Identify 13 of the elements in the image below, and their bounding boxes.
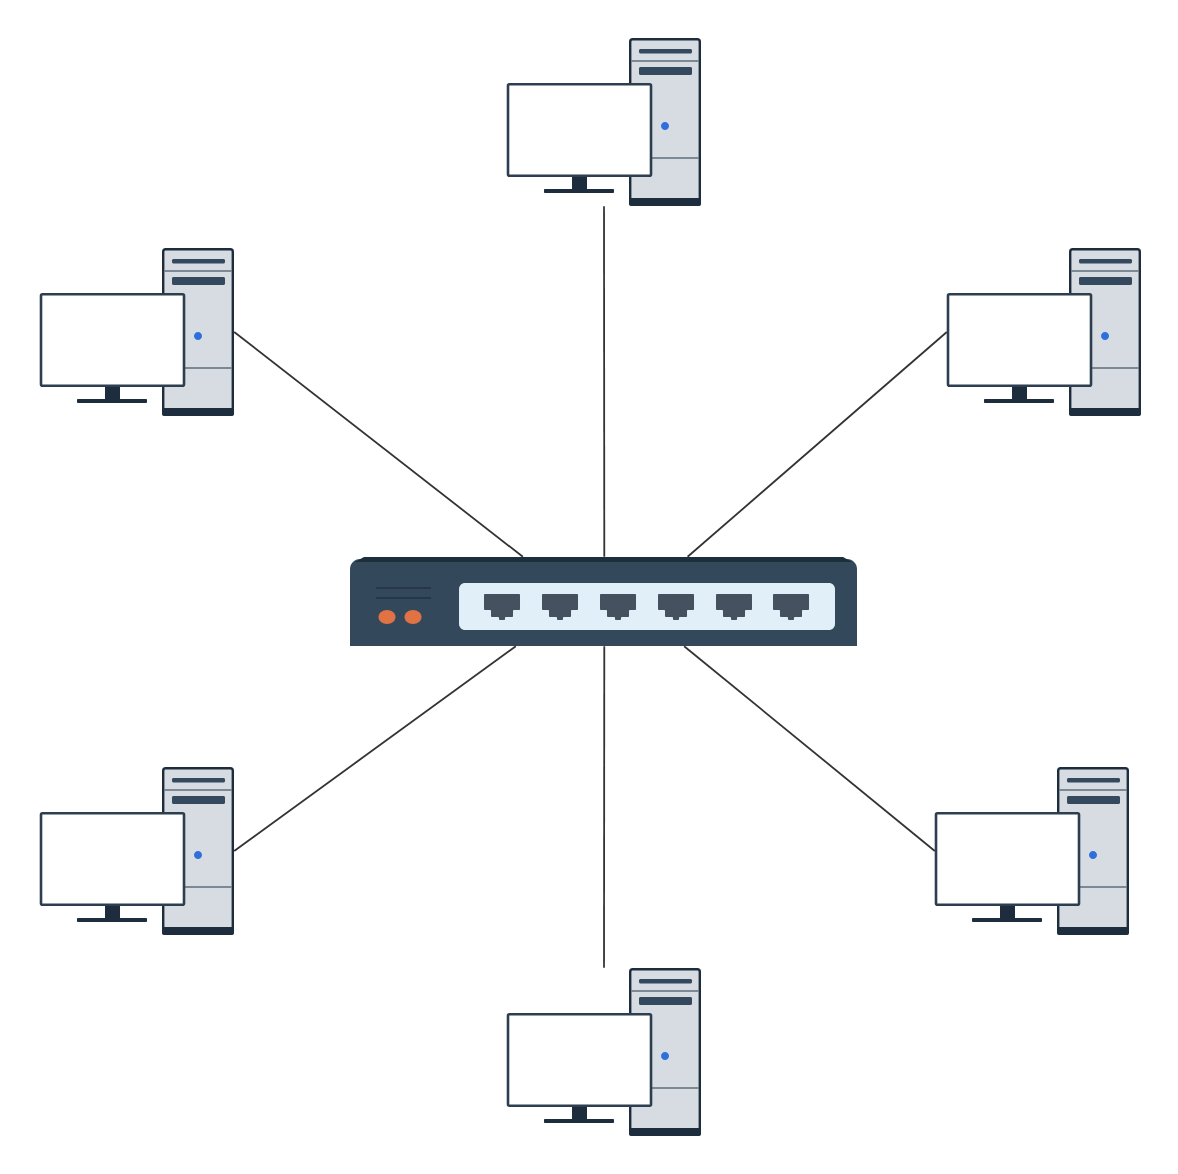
desktop-computer <box>506 38 701 206</box>
connection-line <box>603 645 606 969</box>
desktop-computer <box>946 248 1141 416</box>
desktop-computer <box>39 248 234 416</box>
desktop-computer <box>506 968 701 1136</box>
desktop-computer <box>934 767 1129 935</box>
desktop-computer <box>39 767 234 935</box>
connection-line <box>603 205 606 558</box>
network-switch <box>350 557 857 646</box>
connection-line <box>686 331 948 558</box>
connection-line <box>233 331 524 558</box>
connection-line <box>233 645 517 852</box>
connection-line <box>683 645 936 852</box>
